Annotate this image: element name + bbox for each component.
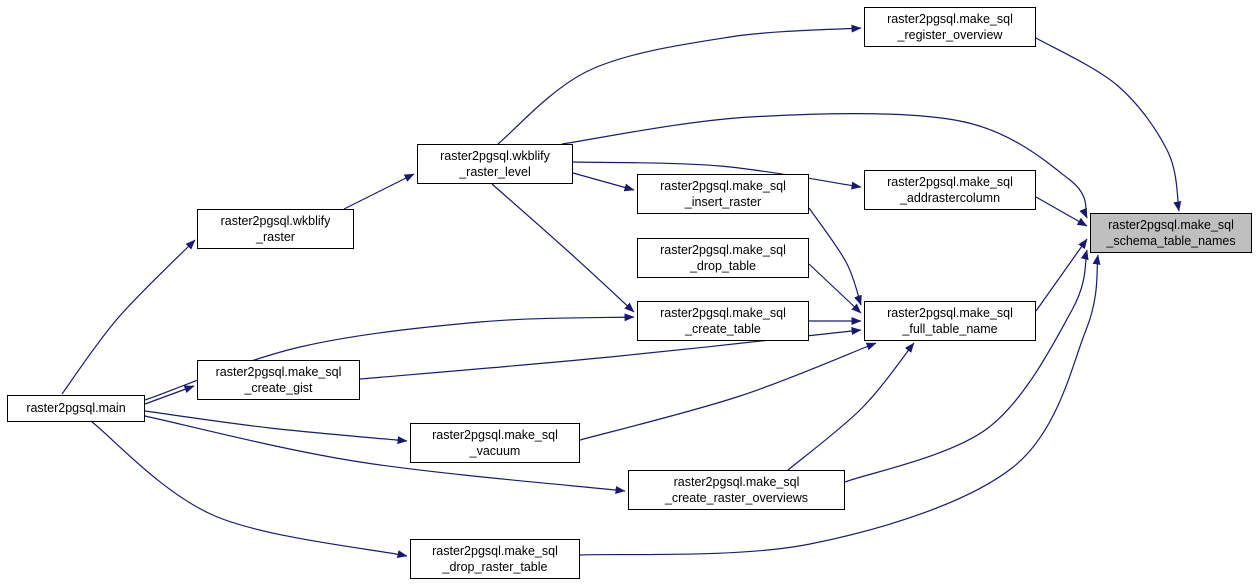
node-make_sql_create_table[interactable]: raster2pgsql.make_sql _create_table — [637, 301, 809, 341]
edge-wkblify_raster_level-to-make_sql_create_table — [491, 183, 635, 313]
node-label: raster2pgsql.make_sql — [432, 543, 558, 558]
node-label: _create_gist — [244, 381, 313, 395]
edge-make_sql_drop_raster_table-to-make_sql_schema_table_names — [579, 254, 1101, 556]
node-make_sql_register_overview[interactable]: raster2pgsql.make_sql _register_overview — [864, 7, 1036, 47]
node-label: _drop_table — [689, 259, 757, 273]
node-make_sql_create_gist[interactable]: raster2pgsql.make_sql _create_gist — [197, 360, 360, 400]
node-make_sql_vacuum[interactable]: raster2pgsql.make_sql _vacuum — [410, 423, 580, 463]
node-label: raster2pgsql.make_sql — [887, 305, 1013, 320]
node-label: raster2pgsql.main — [26, 401, 126, 416]
edge-main-to-wkblify_raster — [61, 239, 196, 395]
edge-wkblify_raster_level-to-make_sql_schema_table_names — [561, 113, 1088, 219]
node-label: _full_table_name — [902, 322, 998, 336]
edge-wkblify_raster_level-to-make_sql_addrastercolumn — [572, 161, 862, 190]
node-label: raster2pgsql.make_sql — [887, 174, 1013, 189]
node-label: raster2pgsql.make_sql — [673, 474, 800, 489]
node-wkblify_raster_level[interactable]: raster2pgsql.wkblify _raster_level — [417, 144, 573, 184]
node-make_sql_insert_raster[interactable]: raster2pgsql.make_sql _insert_raster — [637, 174, 809, 214]
edge-wkblify_raster-to-wkblify_raster_level — [343, 173, 415, 210]
node-make_sql_addrastercolumn[interactable]: raster2pgsql.make_sql _addrastercolumn — [864, 170, 1036, 210]
edge-make_sql_create_raster_overviews-to-make_sql_full_table_name — [787, 342, 915, 471]
node-label: raster2pgsql.make_sql — [660, 242, 786, 257]
edge-make_sql_register_overview-to-make_sql_schema_table_names — [1035, 37, 1182, 212]
node-make_sql_drop_raster_table[interactable]: raster2pgsql.make_sql _drop_raster_table — [410, 539, 580, 579]
node-make_sql_create_raster_overviews[interactable]: raster2pgsql.make_sql _create_raster_over… — [628, 470, 845, 510]
node-make_sql_drop_table[interactable]: raster2pgsql.make_sql _drop_table — [637, 238, 809, 278]
edge-make_sql_addrastercolumn-to-make_sql_schema_table_names — [1035, 196, 1088, 227]
node-label: raster2pgsql.make_sql — [660, 305, 786, 320]
edge-wkblify_raster_level-to-make_sql_insert_raster — [572, 172, 635, 192]
node-label: raster2pgsql.make_sql — [215, 364, 342, 379]
edge-make_sql_full_table_name-to-make_sql_schema_table_names — [1035, 238, 1088, 312]
edge-main-to-make_sql_create_raster_overviews — [144, 415, 626, 494]
node-main[interactable]: raster2pgsql.main — [7, 395, 145, 422]
edge-make_sql_create_raster_overviews-to-make_sql_schema_table_names — [844, 249, 1089, 483]
node-label: raster2pgsql.make_sql — [887, 11, 1013, 26]
node-label: _insert_raster — [684, 195, 762, 209]
node-label: _create_raster_overviews — [664, 491, 809, 505]
node-make_sql_schema_table_names: raster2pgsql.make_sql _schema_table_names — [1090, 213, 1252, 253]
node-label: _raster — [256, 230, 295, 244]
node-label: raster2pgsql.wkblify — [220, 213, 331, 228]
node-label: raster2pgsql.wkblify — [440, 148, 550, 163]
node-label: _vacuum — [469, 444, 521, 458]
node-label: _addrastercolumn — [899, 191, 1001, 205]
node-label: _drop_raster_table — [442, 560, 548, 574]
node-label: raster2pgsql.make_sql — [432, 427, 558, 442]
node-make_sql_full_table_name[interactable]: raster2pgsql.make_sql _full_table_name — [864, 301, 1036, 341]
edge-main-to-make_sql_create_gist — [144, 385, 195, 405]
edge-make_sql_insert_raster-to-make_sql_full_table_name — [808, 207, 862, 306]
node-label: _register_overview — [897, 28, 1003, 42]
node-label: _create_table — [685, 322, 761, 336]
edge-main-to-make_sql_vacuum — [144, 410, 408, 445]
node-label: _raster_level — [459, 165, 531, 179]
node-label: raster2pgsql.make_sql — [660, 178, 786, 193]
edge-main-to-make_sql_drop_raster_table — [91, 421, 408, 558]
node-wkblify_raster[interactable]: raster2pgsql.wkblify _raster — [197, 209, 354, 249]
node-label: _schema_table_names — [1106, 234, 1236, 248]
edge-wkblify_raster_level-to-make_sql_register_overview — [497, 24, 862, 145]
edge-make_sql_vacuum-to-make_sql_full_table_name — [579, 342, 877, 441]
node-label: raster2pgsql.make_sql — [1108, 217, 1234, 232]
edge-make_sql_drop_table-to-make_sql_full_table_name — [808, 263, 862, 314]
